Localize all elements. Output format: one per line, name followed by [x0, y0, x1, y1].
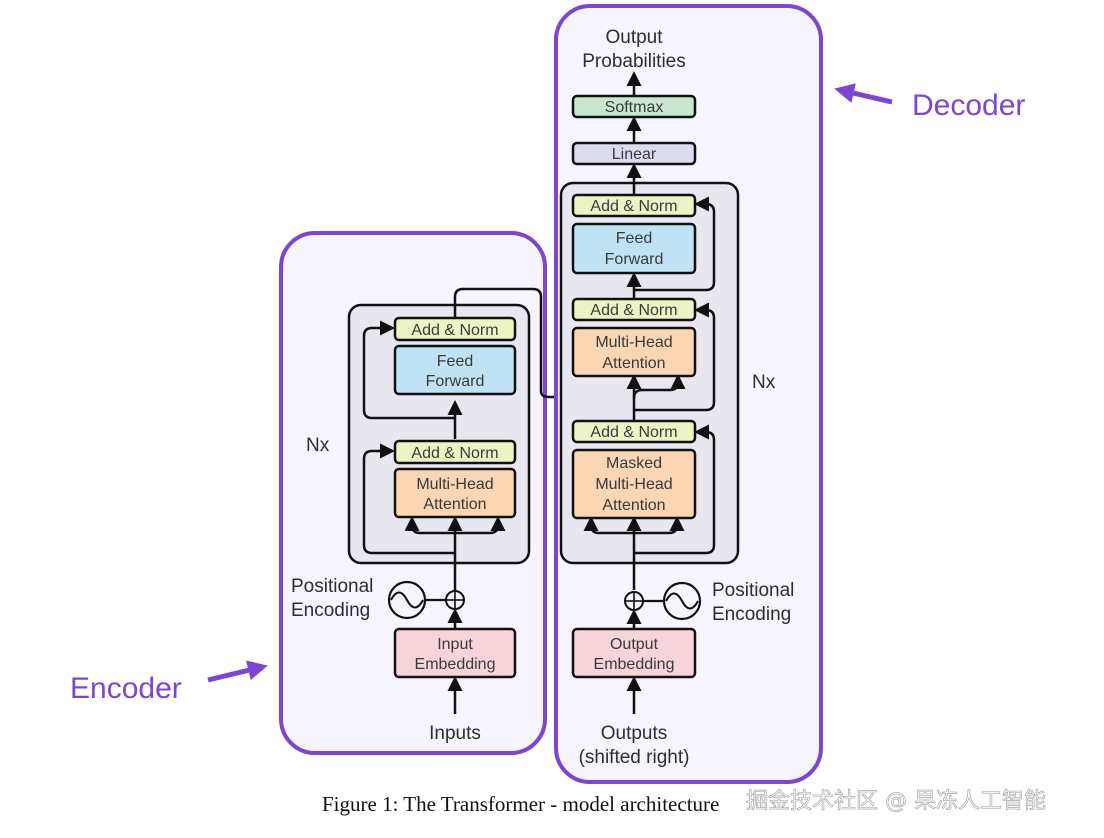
decoder-ff-line2: Forward — [605, 251, 664, 268]
figure-caption: Figure 1: The Transformer - model archit… — [322, 792, 719, 816]
decoder-emb-line1: Output — [610, 636, 659, 653]
decoder-pe-label-1: Positional — [712, 580, 794, 601]
encoder-attn-line2: Attention — [423, 496, 486, 513]
encoder-ff-line2: Forward — [426, 373, 485, 390]
decoder-feed-forward — [571, 222, 697, 275]
encoder-add-norm-bottom — [393, 439, 517, 465]
decoder-linear-label: Linear — [612, 146, 657, 163]
encoder-pe-label-2: Encoding — [291, 600, 370, 621]
decoder-emb-line2: Embedding — [594, 656, 675, 673]
decoder-softmax-label: Softmax — [605, 99, 664, 116]
encoder-residual-ff — [362, 320, 455, 420]
encoder-multi-head-attention — [393, 467, 517, 519]
encoder-feed-forward — [393, 344, 517, 396]
encoder-stack — [347, 303, 531, 565]
decoder-add-norm-bottom-label: Add & Norm — [590, 424, 677, 441]
encoder-ff-line1: Feed — [437, 353, 473, 370]
encoder-attn-split — [404, 516, 455, 535]
decoder-add-norm-bottom — [571, 419, 697, 444]
decoder-masked-line1: Masked — [606, 455, 662, 472]
decoder-residual-masked — [634, 424, 716, 555]
decoder-residual-cross — [634, 302, 716, 412]
decoder-cross-line1: Multi-Head — [595, 334, 672, 351]
decoder-output-label-2: Probabilities — [582, 51, 686, 72]
decoder-masked-line2: Multi-Head — [595, 476, 672, 493]
decoder-output-label-1: Output — [605, 27, 663, 48]
decoder-softmax — [571, 94, 697, 119]
decoder-pe-label-2: Encoding — [712, 604, 791, 625]
decoder-add-norm-mid-label: Add & Norm — [590, 302, 677, 319]
decoder-masked-split-left — [583, 516, 634, 535]
encoder-add-norm-bottom-label: Add & Norm — [411, 445, 498, 462]
decoder-masked-split-right — [634, 516, 685, 535]
decoder-sine-wave — [665, 592, 699, 610]
encoder-add-norm-top-label: Add & Norm — [411, 322, 498, 339]
decoder-add-norm-mid — [571, 297, 697, 322]
encoder-attn-line1: Multi-Head — [416, 476, 493, 493]
encoder-residual-attn — [362, 443, 455, 555]
decoder-annotation-label: Decoder — [912, 89, 1025, 122]
encoder-emb-line1: Input — [437, 636, 473, 653]
encoder-emb-line2: Embedding — [415, 656, 496, 673]
encoder-annotation-label: Encoder — [70, 672, 182, 705]
decoder-residual-ff — [634, 196, 716, 292]
decoder-pointer-arrow — [834, 83, 893, 105]
decoder-nx-label: Nx — [752, 372, 776, 393]
decoder-masked-attention — [571, 448, 697, 520]
encoder-sine-wave — [390, 591, 424, 609]
encoder-pe-label-1: Positional — [291, 576, 373, 597]
decoder-cross-line2: Attention — [602, 355, 665, 372]
encoder-pointer-arrow — [207, 660, 268, 683]
decoder-cross-attention — [571, 326, 697, 378]
decoder-outputs-label-1: Outputs — [601, 723, 668, 744]
decoder-linear — [571, 141, 697, 166]
decoder-outputs-label-2: (shifted right) — [579, 747, 690, 768]
encoder-attn-split-right — [455, 516, 506, 535]
encoder-nx-label: Nx — [306, 435, 330, 456]
decoder-add-norm-top-label: Add & Norm — [590, 198, 677, 215]
decoder-masked-line3: Attention — [602, 497, 665, 514]
watermark: 掘金技术社区 @ 果冻人工智能 — [746, 789, 1046, 814]
decoder-add-norm-top — [571, 193, 697, 218]
decoder-positional-sine-icon — [662, 581, 702, 621]
encoder-inputs-label: Inputs — [429, 723, 481, 744]
decoder-ff-line1: Feed — [616, 230, 652, 247]
encoder-add-norm-top — [393, 316, 517, 342]
